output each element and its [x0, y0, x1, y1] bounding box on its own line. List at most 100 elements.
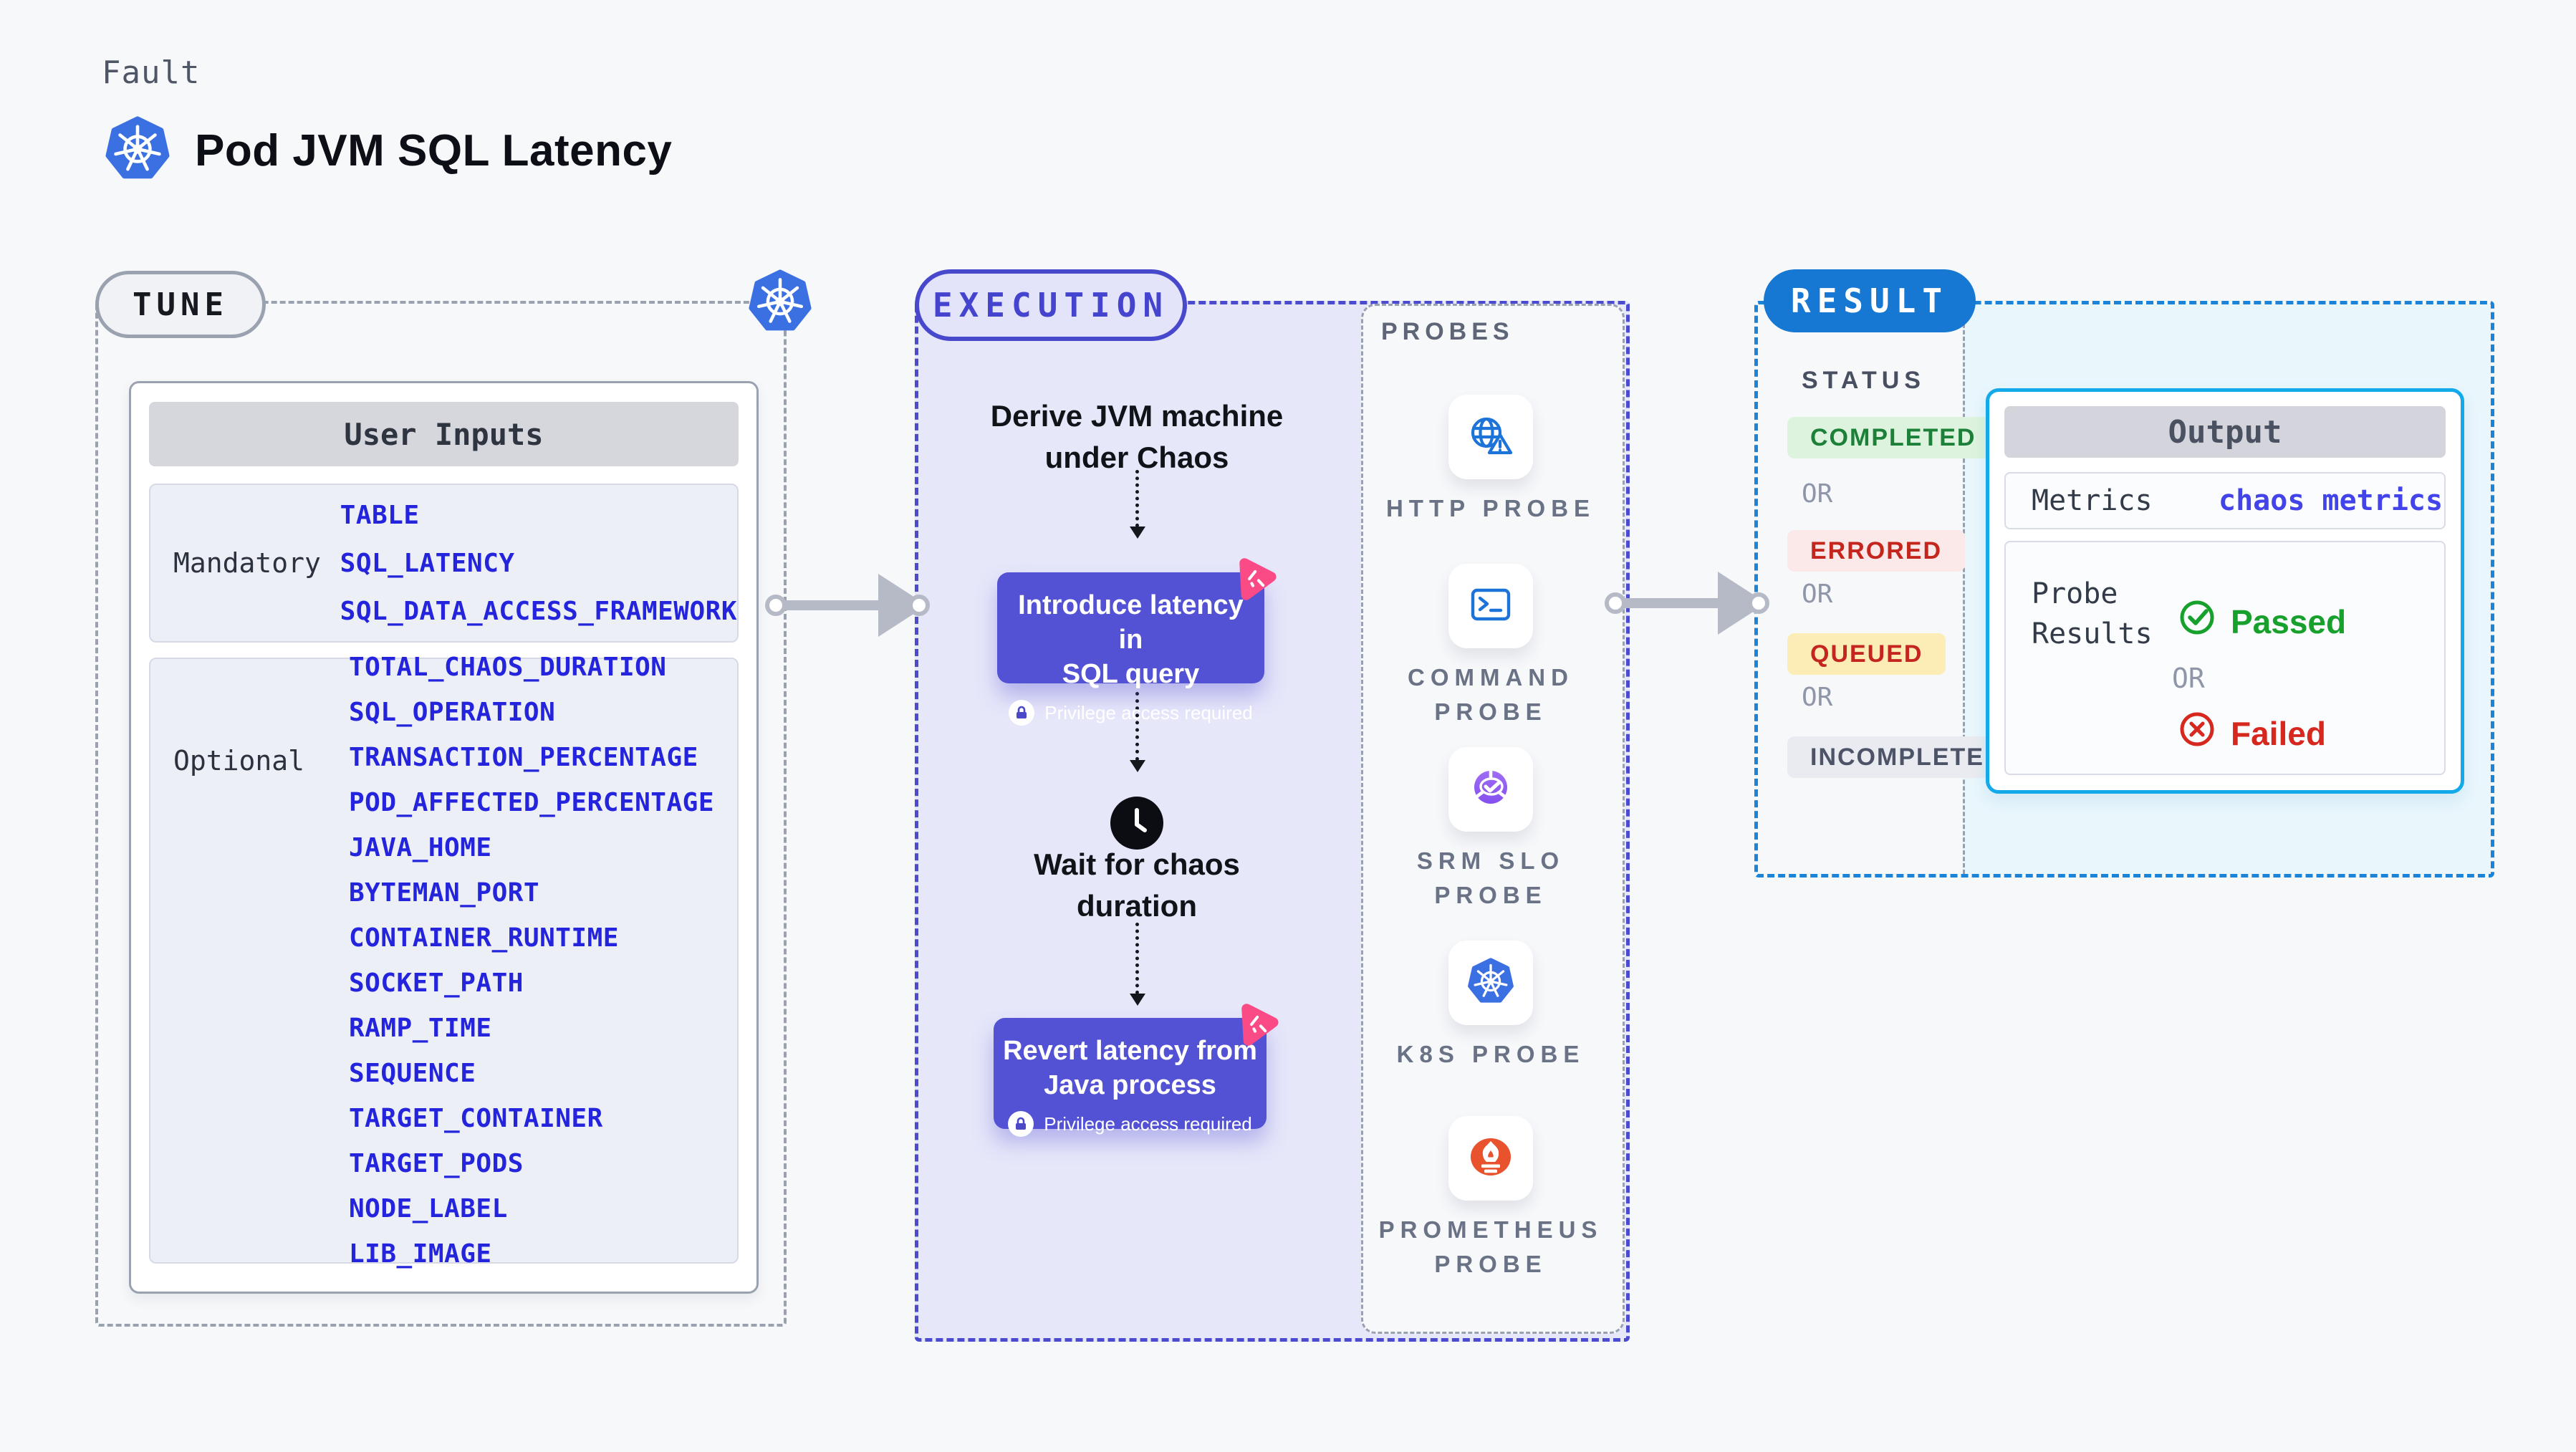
user-inputs-card: User Inputs Mandatory TABLE SQL_LATENCY … — [129, 381, 759, 1294]
probe-card — [1448, 747, 1533, 832]
or-label: OR — [1802, 683, 1833, 712]
check-circle-icon — [2178, 598, 2216, 645]
probes-heading: PROBES — [1381, 318, 1514, 345]
probe-k8s: K8S PROBE — [1361, 941, 1620, 1072]
chaos-logo-icon — [1231, 554, 1281, 605]
probe-srm-slo: SRM SLO PROBE — [1361, 747, 1620, 913]
page-title: Pod JVM SQL Latency — [195, 126, 673, 176]
privilege-label: Privilege access required — [1044, 1112, 1252, 1135]
probe-label: HTTP PROBE — [1385, 495, 1596, 521]
metrics-row: Metrics chaos metrics — [2004, 472, 2446, 529]
env-var: NODE_LABEL — [349, 1194, 508, 1223]
lock-icon — [1008, 1111, 1034, 1137]
optional-env-list: TOTAL_CHAOS_DURATION SQL_OPERATION TRANS… — [349, 653, 737, 1269]
mandatory-row: Mandatory TABLE SQL_LATENCY SQL_DATA_ACC… — [149, 484, 739, 643]
probe-label: SRM SLO PROBE — [1416, 847, 1565, 908]
mandatory-env-list: TABLE SQL_LATENCY SQL_DATA_ACCESS_FRAMEW… — [340, 485, 737, 641]
tune-pill: TUNE — [95, 271, 266, 338]
probe-card — [1448, 395, 1533, 479]
env-var: TOTAL_CHAOS_DURATION — [349, 653, 667, 682]
failed-label: Failed — [2231, 714, 2326, 752]
probe-card — [1448, 941, 1533, 1025]
env-var: SQL_OPERATION — [349, 698, 556, 727]
kubernetes-icon — [1467, 957, 1514, 1009]
status-badge-errored: ERRORED — [1787, 530, 1966, 572]
step-line: SQL query — [1062, 659, 1200, 689]
probe-label: K8S PROBE — [1396, 1041, 1585, 1067]
probe-command: COMMAND PROBE — [1361, 564, 1620, 729]
step-line: Java process — [1044, 1070, 1216, 1100]
env-var: JAVA_HOME — [349, 833, 492, 862]
inject-latency-step: Introduce latency in SQL query Privilege… — [997, 558, 1277, 726]
probe-prometheus: PROMETHEUS PROBE — [1361, 1116, 1620, 1282]
status-heading: STATUS — [1802, 367, 1926, 394]
x-circle-icon — [2178, 710, 2216, 756]
globe-alert-icon — [1467, 413, 1514, 461]
title-row: Pod JVM SQL Latency — [105, 116, 672, 186]
status-badge-completed: COMPLETED — [1787, 417, 1999, 458]
execution-pill-label: EXECUTION — [932, 286, 1170, 324]
tune-pill-label: TUNE — [133, 286, 229, 323]
user-inputs-header: User Inputs — [149, 402, 739, 466]
env-var: TRANSACTION_PERCENTAGE — [349, 743, 698, 772]
output-card: Output Metrics chaos metrics Probe Resul… — [1986, 388, 2464, 794]
step-line: Introduce latency in — [1018, 590, 1244, 655]
down-arrow — [1130, 923, 1145, 1006]
optional-label: Optional — [173, 745, 305, 777]
env-var: TARGET_CONTAINER — [349, 1104, 603, 1133]
slo-check-icon — [1468, 765, 1514, 814]
probe-results-row: Probe Results Passed OR — [2004, 541, 2446, 775]
fault-kicker: Fault — [102, 54, 201, 91]
down-arrow — [1130, 692, 1145, 772]
env-var: CONTAINER_RUNTIME — [349, 923, 619, 953]
env-var: TABLE — [340, 500, 420, 530]
or-label: OR — [1802, 580, 1833, 609]
privilege-label: Privilege access required — [1044, 701, 1253, 723]
env-var: LIB_IMAGE — [349, 1239, 492, 1269]
env-var: POD_AFFECTED_PERCENTAGE — [349, 788, 714, 817]
env-var: TARGET_PODS — [349, 1149, 524, 1178]
probe-http: HTTP PROBE — [1361, 395, 1620, 526]
probe-card — [1448, 1116, 1533, 1201]
env-var: SEQUENCE — [349, 1059, 476, 1088]
probes-to-result-arrow — [1605, 572, 1769, 635]
or-label: OR — [2172, 663, 2205, 694]
probe-results-label: Probe Results — [2032, 577, 2153, 650]
optional-row: Optional TOTAL_CHAOS_DURATION SQL_OPERAT… — [149, 653, 739, 1269]
or-label: OR — [1802, 479, 1833, 509]
kubernetes-icon — [105, 116, 170, 186]
prometheus-icon — [1468, 1134, 1514, 1183]
probe-card — [1448, 564, 1533, 648]
env-var: SQL_LATENCY — [340, 548, 515, 578]
chaos-metrics-link[interactable]: chaos metrics — [2219, 484, 2443, 517]
step-wait-label: Wait for chaos duration — [1034, 847, 1240, 923]
execution-pill: EXECUTION — [915, 269, 1187, 341]
step-derive-label: Derive JVM machine under Chaos — [990, 399, 1284, 474]
env-var: SQL_DATA_ACCESS_FRAMEWORK — [340, 596, 737, 626]
revert-latency-step: Revert latency from Java process Privile… — [994, 1004, 1279, 1137]
lock-icon — [1009, 700, 1035, 726]
env-var: BYTEMAN_PORT — [349, 878, 540, 908]
privilege-row: Privilege access required — [1004, 700, 1257, 726]
terminal-icon — [1469, 582, 1513, 630]
probe-label: COMMAND PROBE — [1408, 664, 1574, 725]
down-arrow — [1130, 470, 1145, 539]
passed-label: Passed — [2231, 602, 2347, 640]
verdict-failed: Failed — [2178, 710, 2326, 756]
result-pill: RESULT — [1764, 269, 1976, 332]
result-pill-label: RESULT — [1790, 282, 1949, 320]
status-badge-queued: QUEUED — [1787, 633, 1946, 675]
step-line: Revert latency from — [1003, 1036, 1257, 1066]
output-header: Output — [2004, 406, 2446, 458]
env-var: SOCKET_PATH — [349, 968, 524, 998]
tune-section-box — [95, 301, 787, 1327]
mandatory-label: Mandatory — [173, 547, 321, 579]
metrics-label: Metrics — [2032, 484, 2153, 517]
privilege-row: Privilege access required — [1001, 1111, 1259, 1137]
kubernetes-icon — [748, 269, 812, 337]
tune-to-execution-arrow — [765, 574, 930, 637]
verdict-passed: Passed — [2178, 598, 2346, 645]
env-var: RAMP_TIME — [349, 1014, 492, 1043]
chaos-logo-icon — [1233, 1000, 1283, 1050]
